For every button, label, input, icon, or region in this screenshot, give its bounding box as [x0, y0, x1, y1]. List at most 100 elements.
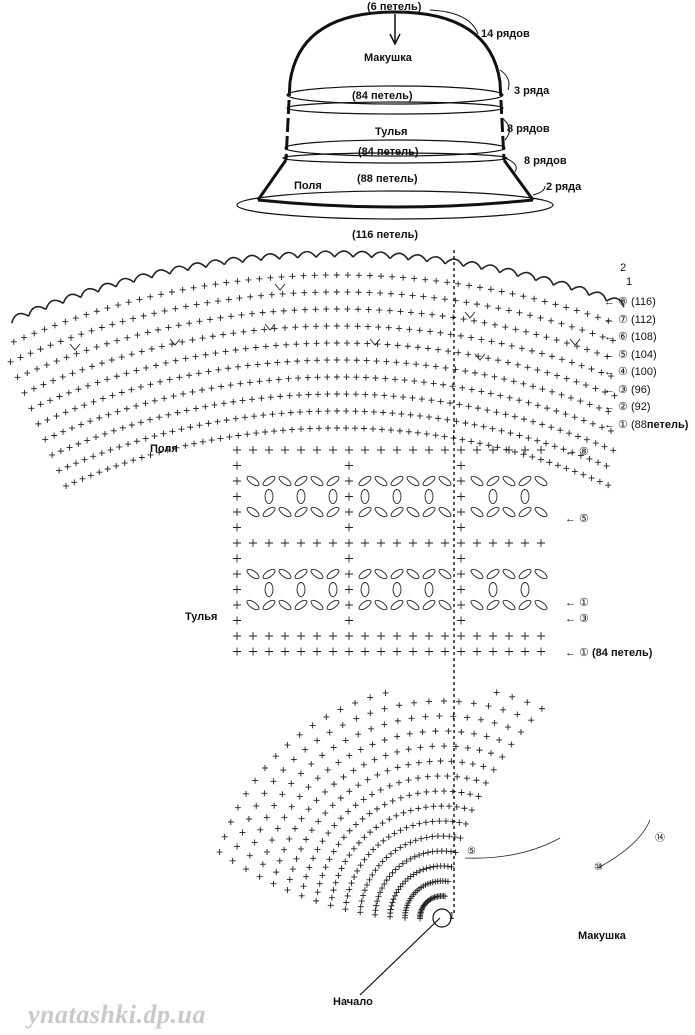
- crown-stitch: [361, 887, 368, 894]
- brim-stitch: [562, 411, 569, 418]
- crown-stitch: [344, 892, 351, 899]
- brim-stitch: [158, 291, 165, 298]
- crown-stitch: [387, 850, 394, 857]
- crown-stitch: [374, 771, 381, 778]
- brim-stitch: [174, 409, 181, 416]
- brim-stitch: [217, 435, 224, 442]
- brim-label: Поля: [294, 180, 322, 192]
- brim-stitch: [548, 424, 555, 431]
- brim-stitch: [598, 424, 605, 431]
- brim-stitch: [595, 404, 602, 411]
- brim-stitch: [384, 341, 391, 348]
- brim-stitch: [212, 281, 219, 288]
- brim-stitch: [270, 308, 277, 315]
- crown-stitch: [329, 802, 336, 809]
- brim-stitch: [485, 442, 492, 449]
- brim-stitch: [471, 317, 478, 324]
- crown-stitch: [393, 812, 400, 819]
- crown-stitch: [386, 816, 393, 823]
- brim-stitch: [290, 290, 297, 297]
- crown-stitch: [441, 743, 448, 750]
- band-stitch: [457, 523, 465, 532]
- brim-stitch: [271, 428, 278, 435]
- brim-stitch: [75, 440, 82, 447]
- band-stitch: [345, 508, 353, 516]
- crown-stitch: [438, 803, 445, 810]
- crown-stitch: [443, 848, 450, 855]
- band-stitch: [457, 554, 465, 563]
- brim-stitch: [83, 311, 90, 318]
- crown-stitch: [422, 804, 429, 811]
- crown-stitch: [337, 706, 344, 713]
- brim-stitch: [161, 395, 168, 402]
- crown-stitch: [313, 897, 320, 904]
- crown-stitch: [314, 775, 321, 782]
- brim-stitch: [414, 429, 421, 436]
- brim-stitch: [363, 357, 370, 364]
- cluster-stitch: [518, 506, 532, 518]
- crown-stitch: [387, 906, 394, 913]
- brim-stitch: [563, 465, 570, 472]
- brim-stitch: [481, 371, 488, 378]
- brim-stitch: [182, 355, 189, 362]
- brim-row-label: ← ④ (100): [604, 366, 657, 378]
- band-stitch: [361, 632, 369, 640]
- crown-stitch: [357, 862, 364, 869]
- brim-row-label: ← ① (88петель): [604, 418, 689, 431]
- crown-stitch: [416, 867, 423, 874]
- brim-stitch: [158, 343, 165, 350]
- crown-stitch: [358, 898, 365, 905]
- brim-stitch: [495, 305, 502, 312]
- brim-stitch: [478, 336, 485, 343]
- crown-stitch: [419, 905, 426, 912]
- brim-stitch: [27, 350, 34, 357]
- brim-stitch: [563, 304, 570, 311]
- brim-stitch: [352, 425, 359, 432]
- brim-stitch: [49, 451, 56, 458]
- crown-stitch: [473, 777, 480, 784]
- crown-stitch: [377, 786, 384, 793]
- brim-stitch: [251, 413, 258, 420]
- crown-stitch: [360, 892, 367, 899]
- crown-label: Макушка: [364, 52, 412, 64]
- brim-stitch: [437, 398, 444, 405]
- band-row-count: (84 петель): [591, 647, 653, 659]
- brim-stitch: [577, 398, 584, 405]
- brim-stitch: [507, 430, 514, 437]
- crown-stitch: [491, 719, 498, 726]
- crown-stitch: [322, 810, 329, 817]
- brim-stitch: [529, 453, 536, 460]
- crown-stitch: [420, 866, 427, 873]
- brim-stitch: [563, 340, 570, 347]
- brim-stitch: [89, 363, 96, 370]
- crown-stitch: [309, 722, 316, 729]
- cluster-stitch: [294, 475, 308, 487]
- brim-stitch: [114, 337, 121, 344]
- crown-stitch: [324, 766, 331, 773]
- cluster-stitch: [278, 475, 292, 487]
- brim-stitch: [81, 402, 88, 409]
- crown-stitch: [270, 778, 277, 785]
- band-stitch: [393, 647, 401, 656]
- crown-stitch: [346, 852, 353, 859]
- brim-stitch: [21, 389, 28, 396]
- brim-stitch: [226, 433, 233, 440]
- brim-stitch: [123, 370, 130, 377]
- brim-stitch: [44, 416, 51, 423]
- brim-stitch: [172, 357, 179, 364]
- brim-stitch: [544, 369, 551, 376]
- brim-stitch: [580, 417, 587, 424]
- brim-stitch: [114, 408, 121, 415]
- crown-stitch: [436, 818, 443, 825]
- band-stitch: [329, 539, 337, 547]
- brim-stitch: [401, 377, 408, 384]
- brim-stitch: [431, 294, 438, 301]
- brim-stitch: [323, 323, 330, 330]
- brim-stitch: [65, 389, 72, 396]
- crown-stitch: [457, 835, 464, 842]
- brim-stitch: [128, 421, 135, 428]
- band-stitch: [457, 508, 465, 516]
- cluster-stitch: [326, 599, 340, 611]
- crown-stitch: [418, 835, 425, 842]
- crown-stitch: [330, 887, 337, 894]
